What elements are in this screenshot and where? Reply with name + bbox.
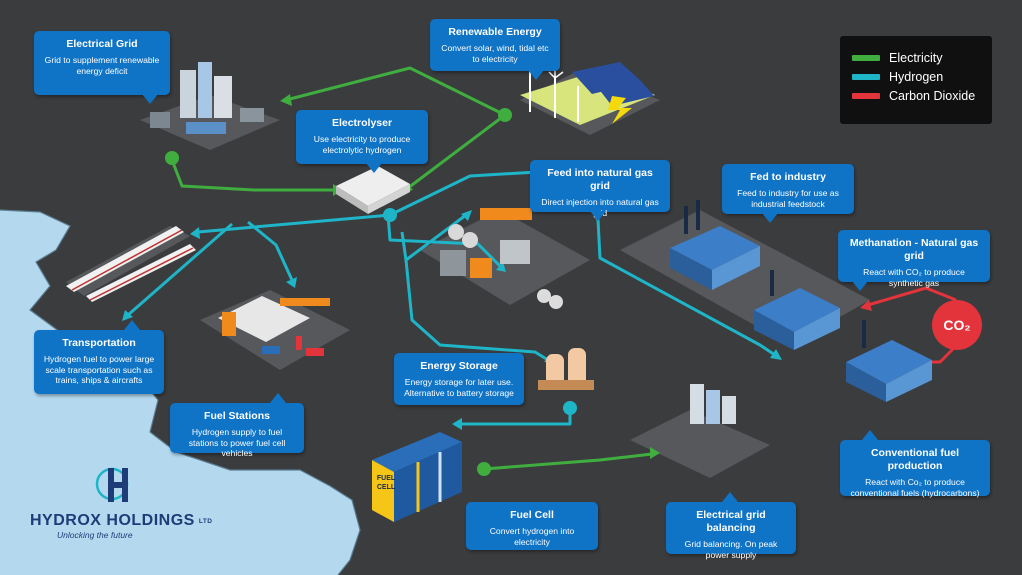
- company-name-text: HYDROX HOLDINGS: [30, 512, 195, 529]
- legend-item-electricity: Electricity: [852, 48, 982, 67]
- electrolyser-illustration: [336, 166, 410, 214]
- hydrox-logo-mark: [95, 467, 129, 502]
- carbon-dioxide-swatch: [852, 92, 880, 99]
- legend-item-hydrogen: Hydrogen: [852, 67, 982, 86]
- callout-title: Fuel Cell: [510, 509, 554, 521]
- callout-title: Energy Storage: [420, 360, 498, 372]
- power-station-illustration: [150, 62, 264, 134]
- callout-pointer: [528, 70, 544, 80]
- callout-description: Energy storage for later use. Alternativ…: [404, 377, 514, 398]
- callout-pointer: [590, 211, 606, 221]
- callout-description: Convert solar, wind, tidal etc to electr…: [441, 43, 549, 64]
- callout-pointer: [142, 94, 158, 104]
- callout-pointer: [722, 492, 738, 502]
- hydrogen-lines: [127, 168, 776, 426]
- callout-title: Electrolyser: [331, 117, 393, 129]
- callout-renewable-energy: Renewable Energy Convert solar, wind, ti…: [430, 19, 560, 80]
- callout-title: Electrical grid balancing: [696, 509, 766, 534]
- legend-label: Carbon Dioxide: [889, 88, 976, 103]
- electricity-lines: [170, 66, 653, 471]
- hydrogen-swatch: [852, 73, 880, 80]
- water-area: [0, 210, 360, 575]
- callout-transportation: Transportation Hydrogen fuel to power la…: [34, 320, 164, 394]
- callout-description: Grid to supplement renewable energy defi…: [44, 55, 160, 76]
- fuel-cell-illustration: [372, 432, 462, 522]
- fuel-cell-label: FUEL CELL: [376, 475, 396, 491]
- company-tagline: Unlocking the future: [57, 530, 133, 540]
- electricity-swatch: [852, 54, 880, 61]
- callout-pointer: [366, 163, 382, 173]
- callout-electrolyser: Electrolyser Use electricity to produce …: [296, 110, 428, 173]
- legend-item-carbon-dioxide: Carbon Dioxide: [852, 86, 982, 105]
- factories-illustration: [670, 200, 932, 402]
- co2-badge: CO₂: [932, 300, 982, 350]
- callout-title: Transportation: [62, 337, 136, 349]
- callout-fuel-stations: Fuel Stations Hydrogen supply to fuel st…: [170, 393, 304, 458]
- callout-fuel-cell: Fuel Cell Convert hydrogen into electric…: [466, 502, 598, 550]
- callout-conventional-fuel: Conventional fuel production React with …: [840, 430, 990, 498]
- grid-balancing-illustration: [690, 384, 736, 424]
- callout-description: React with Co₂ to produce conventional f…: [850, 477, 980, 498]
- callout-pointer: [852, 281, 868, 291]
- callout-pointer: [124, 320, 140, 330]
- callout-description: React with CO₂ to produce synthetic gas: [863, 267, 965, 288]
- callout-title: Methanation - Natural gas grid: [849, 237, 979, 262]
- callout-title: Electrical Grid: [66, 38, 138, 50]
- callout-description: Feed to industry for use as industrial f…: [737, 188, 839, 209]
- callout-pointer: [270, 393, 286, 403]
- renewable-farm-illustration: [520, 60, 655, 125]
- legend: Electricity Hydrogen Carbon Dioxide: [840, 36, 992, 124]
- co2-badge-label: CO₂: [943, 317, 971, 333]
- legend-label: Hydrogen: [889, 69, 944, 84]
- callout-description: Grid balancing. On peak power supply: [684, 539, 778, 560]
- callout-title: Fed to industry: [750, 171, 826, 183]
- legend-label: Electricity: [889, 50, 943, 65]
- trains-illustration: [66, 226, 196, 302]
- callout-title: Feed into natural gas grid: [547, 167, 653, 192]
- gas-plant-illustration: [440, 208, 563, 309]
- callout-title: Conventional fuel production: [870, 447, 960, 472]
- callout-feed-gas-grid: Feed into natural gas grid Direct inject…: [530, 160, 670, 221]
- callout-description: Hydrogen fuel to power large scale trans…: [43, 354, 155, 385]
- callout-title: Renewable Energy: [448, 26, 542, 38]
- callout-energy-storage: Energy Storage Energy storage for later …: [394, 353, 524, 405]
- callout-fed-to-industry: Fed to industry Feed to industry for use…: [722, 164, 854, 223]
- callout-electrical-grid: Electrical Grid Grid to supplement renew…: [34, 31, 170, 104]
- storage-tanks-illustration: [538, 348, 594, 390]
- connection-nodes: [165, 108, 577, 476]
- callout-description: Hydrogen supply to fuel stations to powe…: [188, 427, 286, 458]
- company-suffix: LTD: [198, 518, 213, 525]
- callout-pointer: [862, 430, 878, 440]
- callout-pointer: [762, 213, 778, 223]
- callout-title: Fuel Stations: [204, 410, 270, 422]
- callout-grid-balancing: Electrical grid balancing Grid balancing…: [666, 492, 796, 560]
- callout-description: Use electricity to produce electrolytic …: [313, 134, 411, 155]
- callout-methanation: Methanation - Natural gas grid React wit…: [838, 230, 990, 291]
- fuel-station-illustration: [218, 296, 330, 356]
- callout-description: Convert hydrogen into electricity: [489, 526, 575, 547]
